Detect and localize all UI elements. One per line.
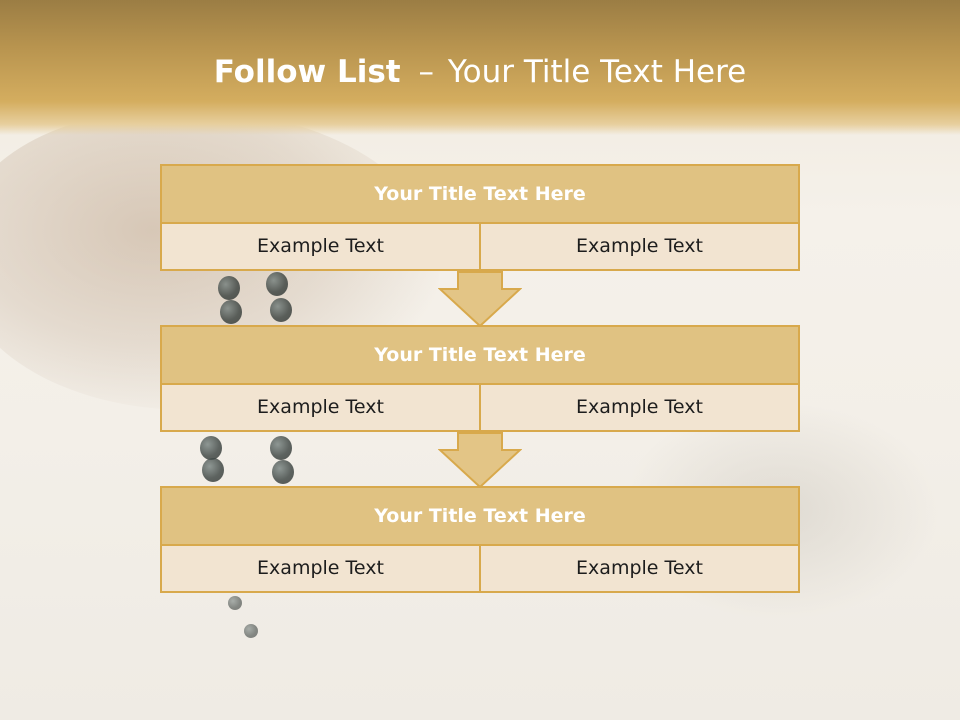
header-band: [0, 0, 960, 135]
block-title: Your Title Text Here: [162, 488, 798, 544]
block-cell-left: Example Text: [162, 224, 479, 269]
block-cell-right: Example Text: [481, 546, 798, 591]
page-title-bold: Follow List: [213, 54, 401, 90]
down-arrow-icon: [438, 432, 522, 488]
page-title-text: Your Title Text Here: [447, 54, 747, 90]
follow-block-2: Your Title Text Here Example Text Exampl…: [160, 325, 800, 432]
block-title: Your Title Text Here: [162, 166, 798, 222]
block-title: Your Title Text Here: [162, 327, 798, 383]
page-title: Follow List – Your Title Text Here: [0, 54, 960, 90]
block-cell-left: Example Text: [162, 546, 479, 591]
follow-block-3: Your Title Text Here Example Text Exampl…: [160, 486, 800, 593]
follow-block-1: Your Title Text Here Example Text Exampl…: [160, 164, 800, 271]
block-cell-left: Example Text: [162, 385, 479, 430]
page-title-separator: –: [418, 54, 434, 90]
block-cell-right: Example Text: [481, 385, 798, 430]
down-arrow-icon: [438, 271, 522, 327]
block-row: Example Text Example Text: [162, 546, 798, 591]
block-row: Example Text Example Text: [162, 224, 798, 269]
block-cell-right: Example Text: [481, 224, 798, 269]
block-row: Example Text Example Text: [162, 385, 798, 430]
